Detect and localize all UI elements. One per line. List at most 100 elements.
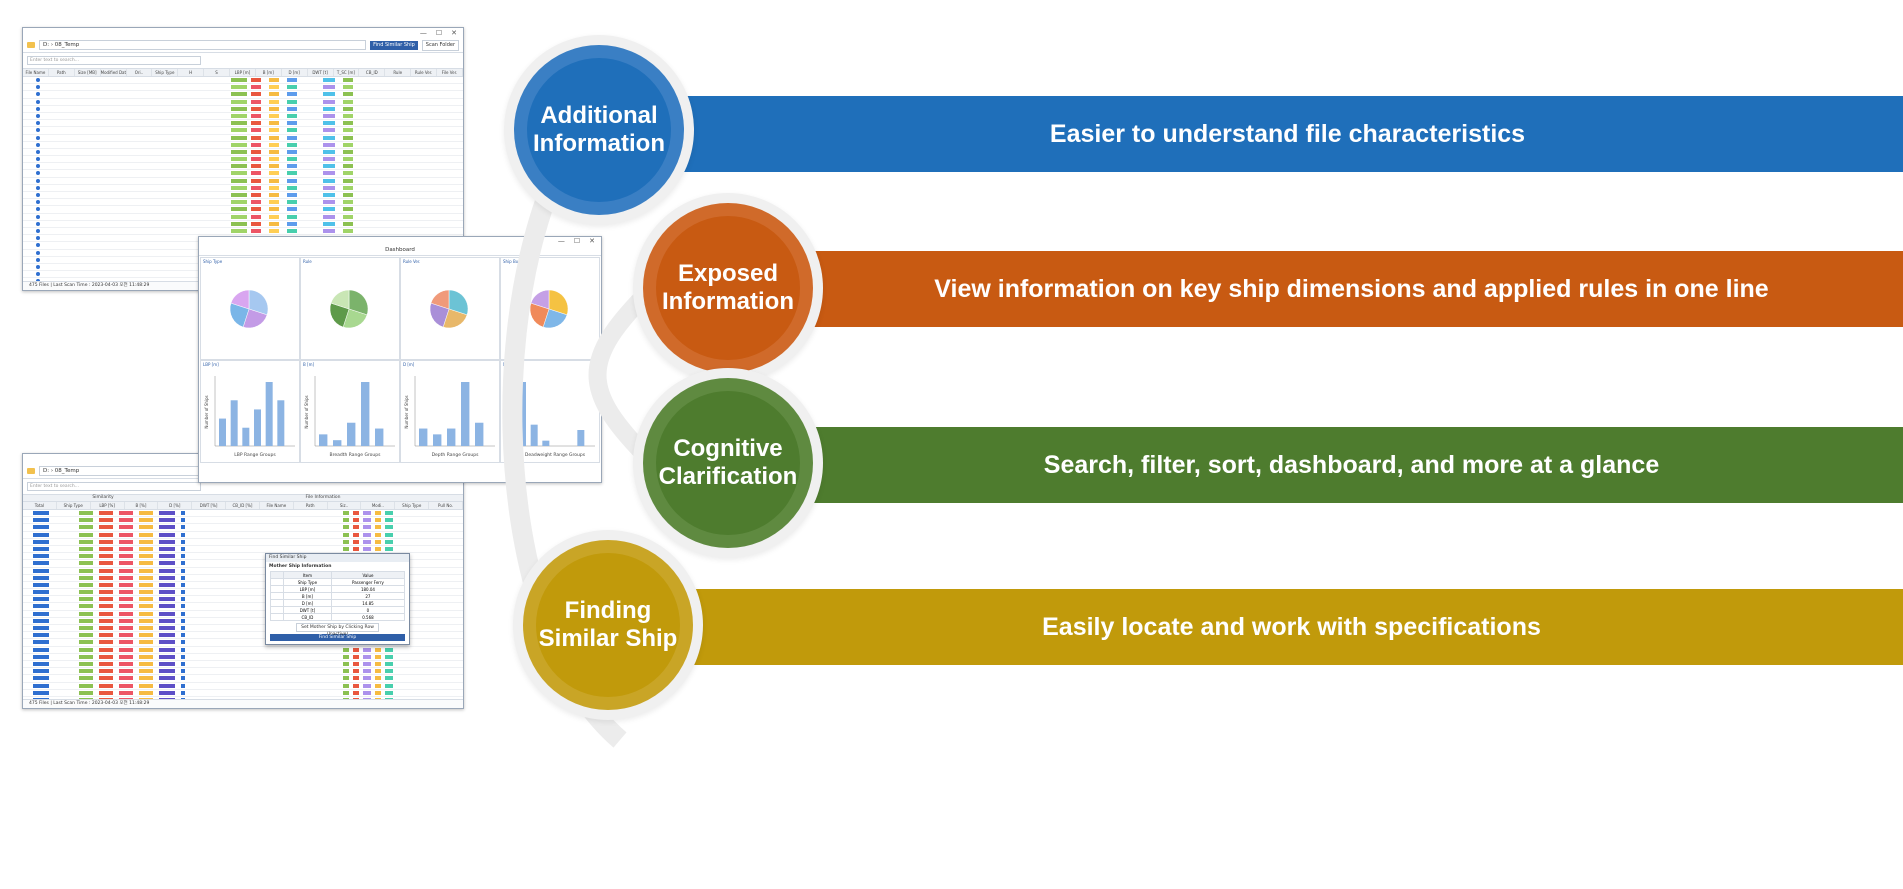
table-row[interactable] (23, 149, 463, 157)
column-header[interactable]: Siz.. (328, 502, 362, 509)
column-header[interactable]: Modi.. (361, 502, 396, 509)
pie-slice (448, 289, 469, 316)
table-row[interactable] (23, 524, 463, 532)
column-header[interactable]: Ship Type (57, 502, 91, 509)
maximize-icon[interactable]: ☐ (573, 237, 581, 245)
path-field[interactable]: D: › 08_Temp (39, 40, 367, 50)
close-icon[interactable]: ✕ (589, 237, 595, 245)
table-row[interactable] (23, 214, 463, 221)
column-header[interactable]: Rule (385, 69, 412, 76)
feature-circle-finding-similar-ship: Finding Similar Ship (513, 530, 703, 720)
column-header[interactable]: Modified Date (100, 69, 127, 76)
table-row[interactable] (23, 654, 463, 661)
column-header[interactable]: Ori.. (127, 69, 153, 76)
column-header[interactable]: File Ver. (437, 69, 463, 76)
feature-ring: Additional Information (514, 45, 684, 215)
bar (265, 382, 273, 446)
table-row[interactable]: B [m]27 (270, 592, 406, 600)
table-row[interactable] (23, 228, 463, 236)
table-row[interactable] (23, 683, 463, 690)
close-icon[interactable]: ✕ (451, 29, 457, 37)
table-row[interactable] (23, 77, 463, 85)
search-input[interactable]: Enter text to search... (27, 482, 201, 491)
column-header[interactable]: D [m] (282, 69, 308, 76)
feature-circle-cognitive-clarification: Cognitive Clarification (633, 368, 823, 558)
table-row[interactable] (23, 206, 463, 214)
column-header[interactable]: LBP [m] (230, 69, 256, 76)
table-row[interactable] (23, 106, 463, 113)
search-input[interactable]: Enter text to search... (27, 56, 201, 65)
column-header[interactable]: CB_ID (359, 69, 386, 76)
column-header[interactable]: B [m] (256, 69, 282, 76)
set-mother-ship-button[interactable]: Set Mother Ship by Clicking Row (Inactiv… (296, 623, 379, 637)
table-row[interactable] (23, 539, 463, 546)
column-header[interactable]: Ship Type (152, 69, 179, 76)
column-header[interactable]: DWT [%] (192, 502, 227, 509)
table-row[interactable] (23, 127, 463, 135)
table-row[interactable] (23, 99, 463, 106)
column-header[interactable]: B [%] (125, 502, 159, 509)
table-row[interactable] (23, 170, 463, 178)
value-cell: Passenger Ferry (330, 578, 406, 586)
table-row[interactable] (23, 113, 463, 121)
value-cell: 180.04 (330, 585, 406, 593)
table-row[interactable]: LBP [m]180.04 (270, 585, 406, 593)
table-row[interactable] (23, 546, 463, 554)
column-header[interactable]: LBP [%] (91, 502, 125, 509)
table-row[interactable] (23, 199, 463, 207)
table-row[interactable] (23, 675, 463, 683)
column-header[interactable]: D [%] (158, 502, 193, 509)
column-header[interactable]: File Name (260, 502, 294, 509)
table-row[interactable]: D [m]14.85 (270, 599, 406, 607)
minimize-icon[interactable]: — (419, 29, 427, 37)
column-header[interactable]: Rule Ver. (411, 69, 437, 76)
table-row[interactable] (23, 178, 463, 185)
column-header[interactable]: Total (23, 502, 57, 509)
column-header[interactable]: Ship Type (395, 502, 430, 509)
table-row[interactable] (23, 532, 463, 539)
table-row[interactable] (23, 517, 463, 525)
find-similar-ship-button[interactable]: Find Similar Ship (370, 40, 418, 50)
column-header[interactable]: H (178, 69, 205, 76)
table-row[interactable] (23, 163, 463, 171)
table-row[interactable]: DWT [t]0 (270, 606, 406, 614)
find-similar-ship-button[interactable]: Find Similar Ship (270, 634, 405, 641)
bar (375, 428, 384, 446)
bar (542, 440, 550, 446)
table-row[interactable] (23, 668, 463, 676)
table-row[interactable] (23, 84, 463, 92)
minimize-icon[interactable]: — (557, 237, 565, 245)
column-header[interactable]: Path (294, 502, 328, 509)
table-row[interactable] (23, 661, 463, 669)
table-row[interactable] (23, 142, 463, 149)
table-row[interactable] (23, 185, 463, 192)
bar (519, 382, 526, 446)
column-header[interactable]: Path (49, 69, 75, 76)
item-cell: DWT [t] (283, 606, 332, 614)
col-value: Value (330, 571, 406, 579)
table-row[interactable] (23, 690, 463, 697)
table-row[interactable] (23, 135, 463, 142)
bar (475, 422, 484, 446)
table-row[interactable] (23, 156, 463, 164)
column-header[interactable]: DWT [t] (308, 69, 334, 76)
table-row[interactable] (23, 510, 463, 518)
table-row[interactable] (23, 647, 463, 654)
maximize-icon[interactable]: ☐ (435, 29, 443, 37)
pie-slice (542, 308, 568, 329)
table-row[interactable] (23, 120, 463, 128)
column-header[interactable]: Size [MB] (75, 69, 101, 76)
column-header[interactable]: CB_ID [%] (226, 502, 260, 509)
column-header[interactable]: Pull No. (429, 502, 463, 509)
scan-folder-button[interactable]: Scan Folder (421, 39, 459, 51)
table-row[interactable] (23, 192, 463, 200)
column-header[interactable]: File Name (23, 69, 49, 76)
x-axis-label: Deadweight Range Groups (525, 452, 586, 458)
table-row[interactable] (23, 221, 463, 228)
column-header[interactable]: T_SC [m] (334, 69, 360, 76)
table-row[interactable] (23, 91, 463, 99)
column-header[interactable]: S (204, 69, 230, 76)
